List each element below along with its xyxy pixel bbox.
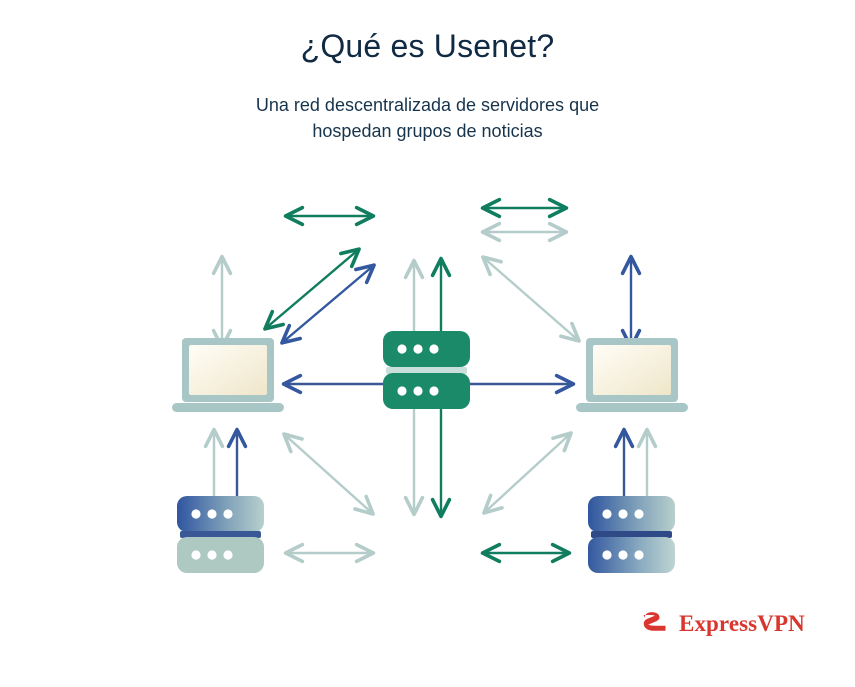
server-status-dots-top bbox=[397, 344, 439, 396]
server-status-dots-middle-right bbox=[602, 509, 644, 560]
network-diagram bbox=[0, 150, 855, 610]
connection-server-bottom-center-to-server-middle-right bbox=[482, 431, 573, 515]
page-subtitle: Una red descentralizada de servidores qu… bbox=[0, 92, 855, 144]
server-status-dots-middle-left bbox=[191, 509, 233, 560]
connection-server-top-center-to-server-middle-right bbox=[481, 255, 581, 343]
subtitle-line-2: hospedan grupos de noticias bbox=[312, 121, 543, 142]
node-laptop-top-right[interactable] bbox=[576, 338, 688, 412]
node-server-middle-left[interactable] bbox=[177, 496, 264, 573]
node-server-top-center[interactable] bbox=[383, 331, 470, 409]
expressvpn-logo[interactable]: ExpressVPN bbox=[640, 608, 805, 638]
node-laptop-top-left[interactable] bbox=[172, 338, 284, 412]
connection-server-middle-left-to-server-bottom-center bbox=[282, 432, 375, 516]
node-server-middle-right[interactable] bbox=[588, 496, 675, 573]
page-title: ¿Qué es Usenet? bbox=[300, 28, 555, 64]
expressvpn-wordmark: ExpressVPN bbox=[679, 610, 805, 636]
expressvpn-logo-icon bbox=[643, 612, 666, 631]
connection-layer bbox=[203, 197, 658, 564]
connection-server-middle-left-to-server-top-center-navy bbox=[280, 263, 376, 345]
subtitle-line-1: Una red descentralizada de servidores qu… bbox=[255, 95, 600, 115]
